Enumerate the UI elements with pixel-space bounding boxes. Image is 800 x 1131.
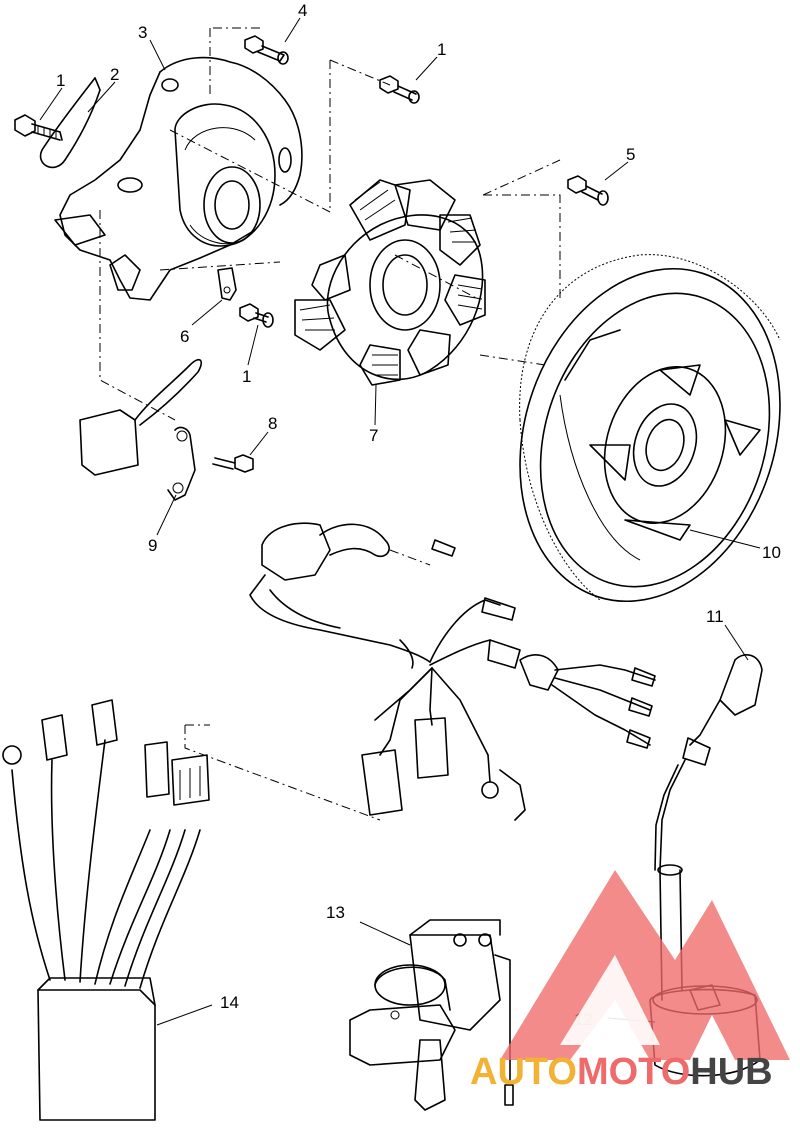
watermark-hub: HUB	[690, 1051, 772, 1093]
callout-5: 5	[626, 145, 635, 164]
callout-11: 11	[706, 607, 724, 626]
callout-10: 10	[762, 543, 781, 562]
flywheel-part-10	[519, 254, 781, 603]
watermark-moto: MOTO	[577, 1051, 690, 1093]
cdi-module-part-14	[2, 699, 210, 1121]
stator-coils-part-7	[294, 179, 486, 386]
bolt-part-4	[244, 35, 289, 65]
callout-3: 3	[138, 23, 147, 42]
watermark-auto: AUTO	[470, 1051, 577, 1093]
callout-4: 4	[298, 1, 307, 20]
callout-1-top: 1	[437, 40, 446, 59]
bolt-part-1-left	[14, 114, 63, 141]
watermark-text: AUTOMOTOHUB	[470, 1051, 773, 1093]
wiring-harness	[249, 522, 656, 821]
callout-2: 2	[110, 65, 119, 84]
callout-13: 13	[326, 903, 345, 922]
callout-6: 6	[180, 327, 189, 346]
bolt-part-8	[212, 454, 254, 473]
callout-1-middle: 1	[242, 367, 251, 386]
leader-lines	[39, 17, 761, 1026]
bolt-part-1-middle	[239, 303, 274, 328]
callout-14: 14	[220, 993, 239, 1012]
stator-plate-part-3	[54, 56, 303, 301]
tab-part-6	[217, 267, 237, 301]
solenoid-part-13	[349, 919, 514, 1111]
callout-1-left: 1	[56, 71, 65, 90]
bolt-part-1-top	[379, 75, 420, 104]
callout-8: 8	[268, 414, 277, 433]
pulser-coil-and-bracket-part-9	[79, 358, 202, 501]
bolt-part-5	[567, 175, 609, 206]
callout-9: 9	[148, 536, 157, 555]
callout-labels: 1 2 3 4 1 5 6 1 7 8 9 10 11 12 13 14	[56, 1, 781, 1029]
watermark-logo: AUTOMOTOHUB	[470, 870, 790, 1093]
clip-part-2	[39, 77, 101, 169]
alignment-lines	[99, 27, 561, 821]
callout-7: 7	[369, 426, 378, 445]
watermark-triangle-icon	[500, 870, 790, 1060]
